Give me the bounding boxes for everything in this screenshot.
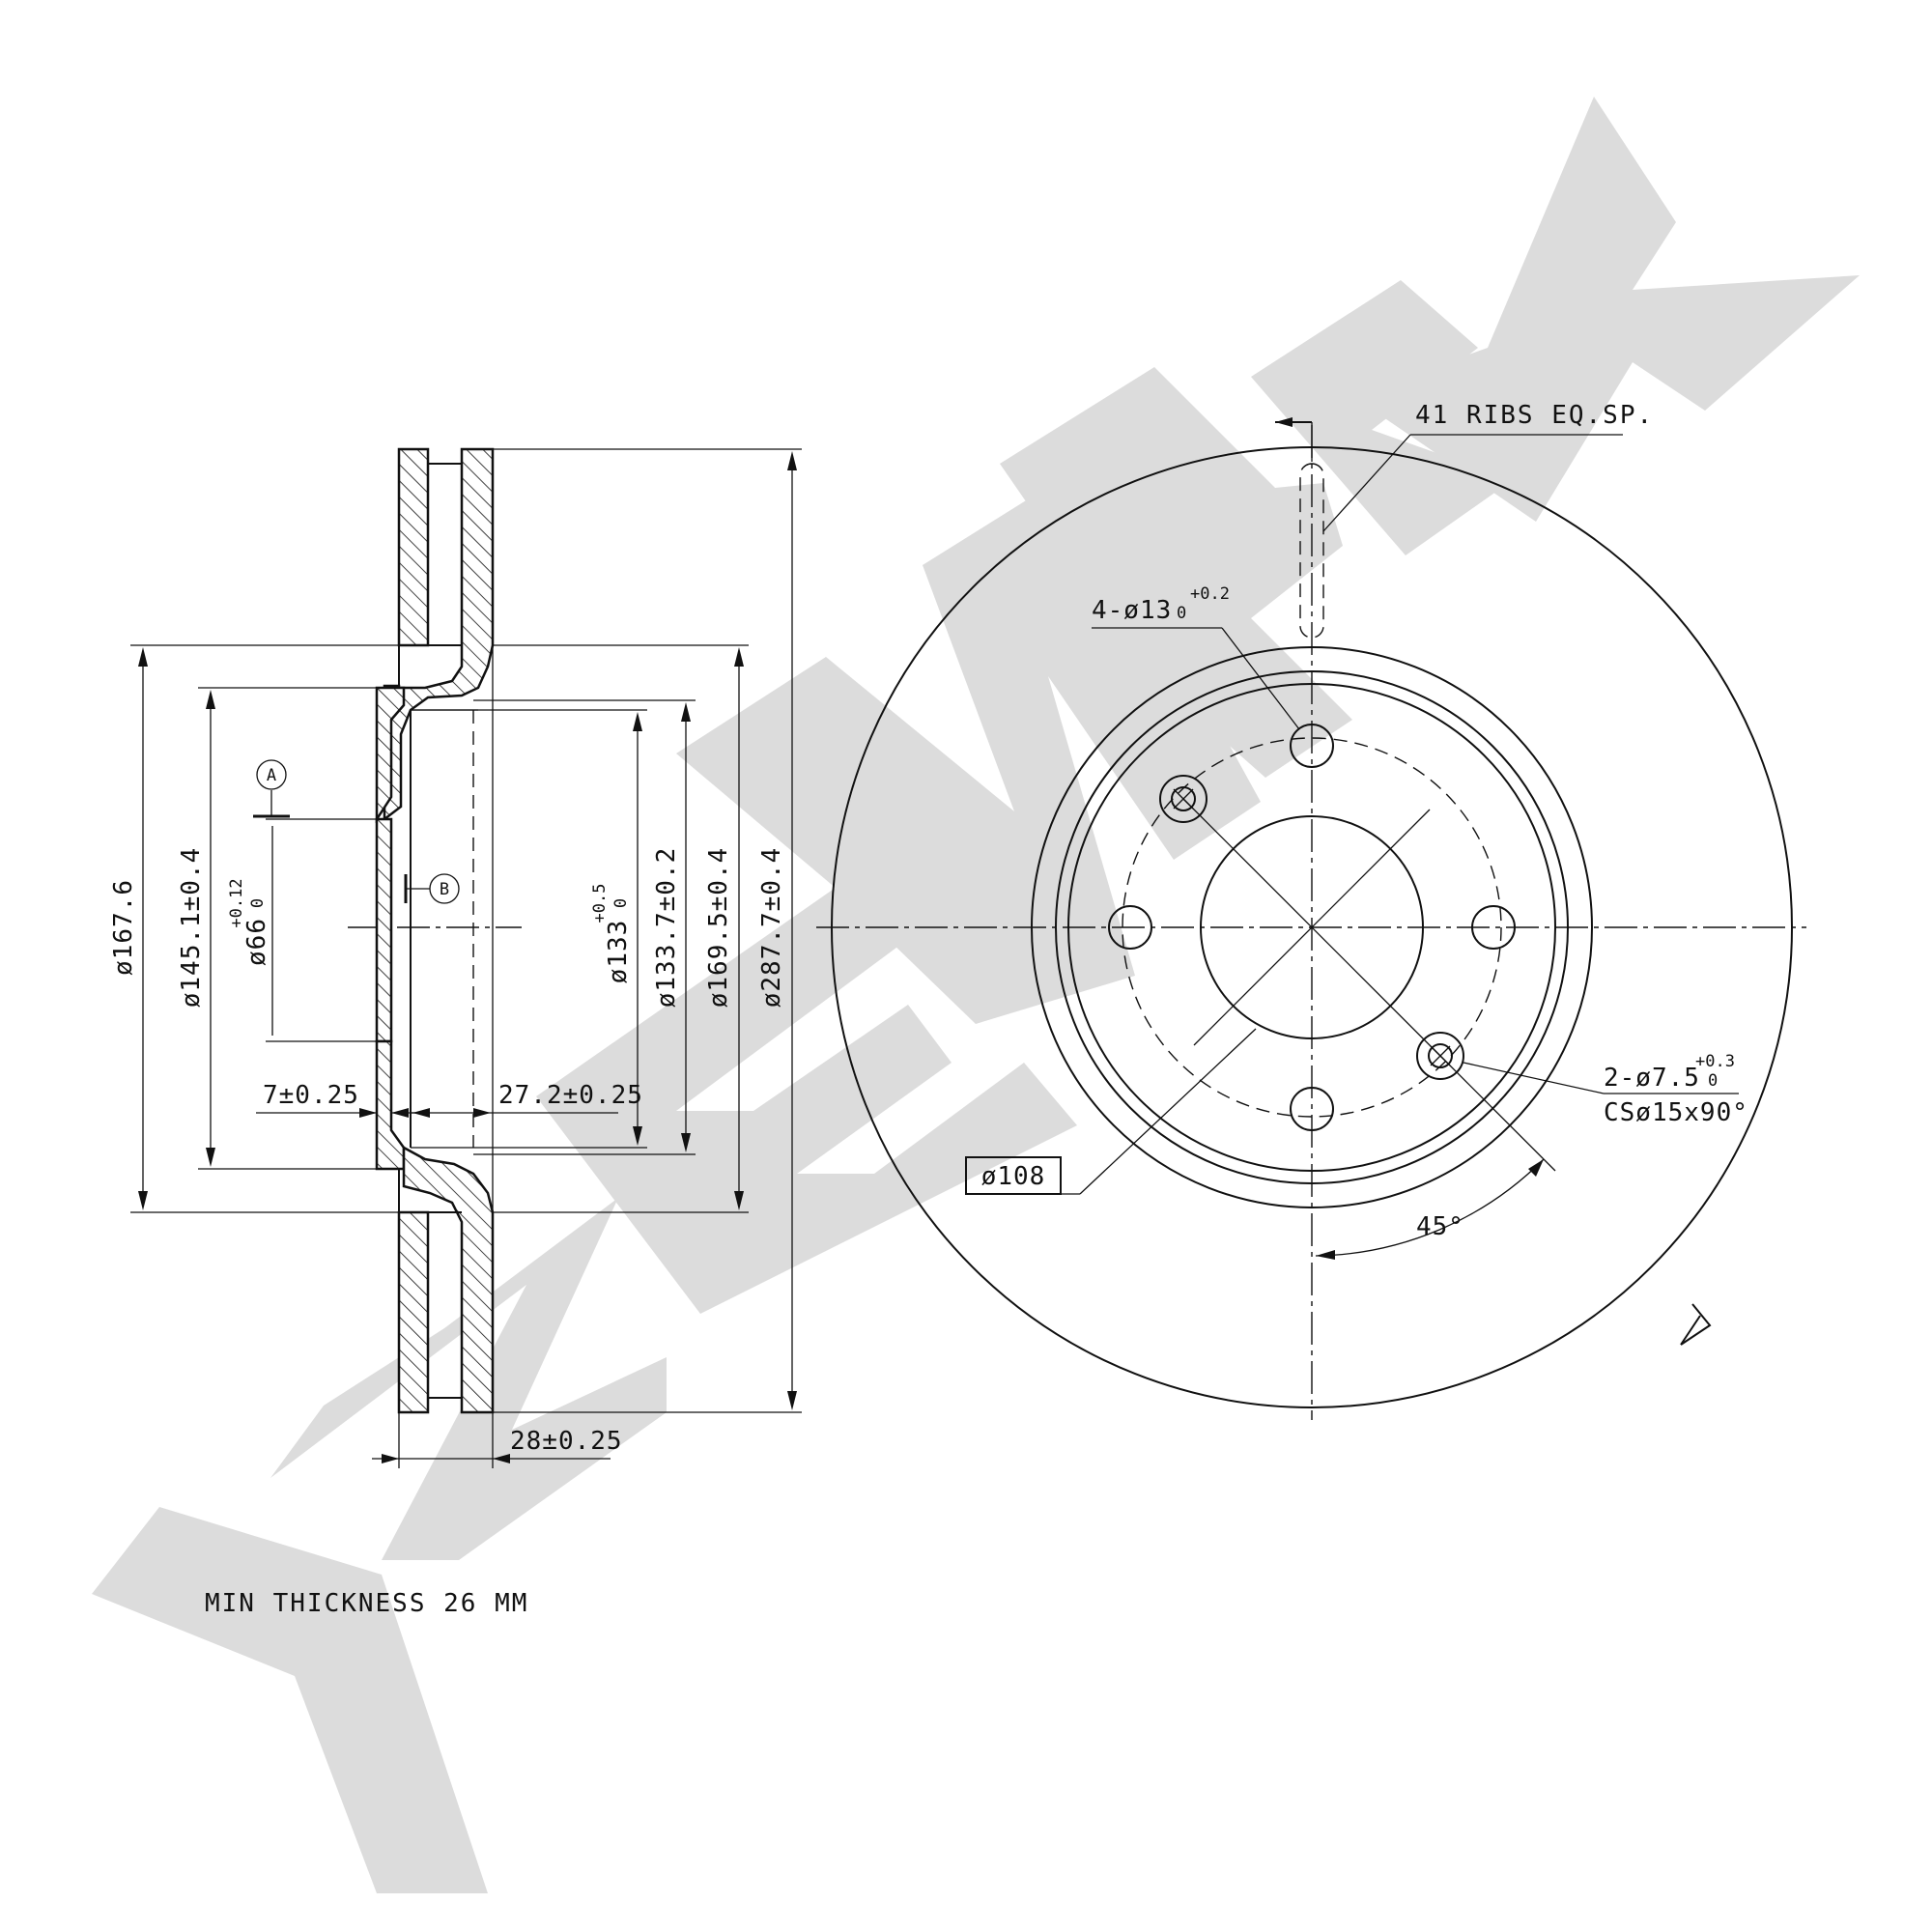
- dim-d66: ø66: [242, 918, 271, 966]
- rotation-arrow: [1680, 1303, 1712, 1346]
- hat-face: [375, 817, 393, 1043]
- pcd-leader: [1079, 1028, 1257, 1195]
- dim-d167: ø167.6: [109, 879, 138, 976]
- datum-b-label: B: [440, 880, 449, 899]
- bolt-hole-left: [1108, 905, 1152, 950]
- dim-d287: ø287.7±0.4: [757, 847, 786, 1009]
- ribs-note: 41 RIBS EQ.SP.: [1415, 401, 1654, 430]
- dim-d66-tol-lower: 0: [248, 898, 268, 908]
- arrowhead: [1316, 1250, 1335, 1260]
- ribs-leader: [1322, 434, 1411, 532]
- bolt-hole-top: [1290, 724, 1334, 768]
- screw-note-line1: 2-ø7.5: [1604, 1064, 1700, 1093]
- datum-b-bubble: [429, 873, 460, 904]
- diagonal-line: [1193, 809, 1431, 1046]
- rib-hidden-outline: [1299, 463, 1324, 639]
- arrowhead: [633, 1126, 642, 1146]
- arrowhead: [473, 1108, 491, 1118]
- arrowhead: [359, 1108, 377, 1118]
- arrowhead: [681, 1133, 691, 1152]
- holes-note: 4-ø13: [1092, 596, 1172, 625]
- hat-wall-lower: [375, 1039, 406, 1171]
- holes-leader: [1221, 627, 1300, 730]
- watermark-letter-z: [270, 1198, 667, 1560]
- watermark-letter-e-2: [1251, 280, 1536, 555]
- screw-tol-lower: 0: [1708, 1071, 1718, 1091]
- section-view: A B ø167.6 ø145.1±0.4 ø66 +0.12 0 7±0.25: [109, 447, 802, 1468]
- dim-d133: ø133: [604, 920, 633, 984]
- arrowhead: [382, 1454, 399, 1463]
- bolt-hole-bottom: [1290, 1087, 1334, 1131]
- angle-ext: [1439, 1055, 1556, 1172]
- dim-hat-thick: 7±0.25: [263, 1081, 359, 1110]
- screw-hole-inner-br: [1428, 1043, 1453, 1068]
- arrowhead: [633, 712, 642, 731]
- watermark-letter-e: [536, 840, 1077, 1314]
- dim-disc-thick: 28±0.25: [510, 1427, 623, 1456]
- dim-d169: ø169.5±0.4: [704, 847, 733, 1009]
- angle-label: 45°: [1416, 1212, 1464, 1241]
- rotation-arrow: [1680, 1315, 1701, 1346]
- hat-inner-circle: [1067, 683, 1556, 1172]
- arrowhead: [787, 1391, 797, 1410]
- datum-a-bubble: [256, 759, 287, 790]
- arrowhead: [138, 647, 148, 667]
- screw-hole-outer-tl: [1159, 775, 1208, 823]
- arrowhead: [681, 702, 691, 722]
- dim-d133-7: ø133.7±0.2: [652, 847, 681, 1009]
- holes-tol-lower: 0: [1177, 604, 1186, 623]
- holes-tol-upper: +0.2: [1190, 584, 1230, 604]
- dim-d133-tol-lower: 0: [611, 898, 631, 908]
- arrowhead: [734, 1191, 744, 1210]
- pcd-label: ø108: [981, 1162, 1046, 1191]
- front-view: 41 RIBS EQ.SP. 4-ø13 +0.2 0 ø108 2-ø7.5 …: [816, 401, 1806, 1420]
- watermark-logo: [92, 97, 1860, 1893]
- arrowhead: [206, 690, 215, 709]
- arrowhead: [1275, 417, 1293, 427]
- arrowhead: [734, 647, 744, 667]
- screw-leader: [1463, 1062, 1605, 1094]
- hat-ring-circle: [1055, 670, 1569, 1184]
- arrowhead: [412, 1108, 430, 1118]
- screw-tol-upper: +0.3: [1695, 1052, 1735, 1071]
- left-plate-upper: [397, 447, 430, 647]
- bolt-circle: [1122, 737, 1502, 1118]
- arrowhead: [787, 451, 797, 470]
- dim-d133-tol-upper: +0.5: [590, 884, 610, 923]
- screw-note-line2: CSø15x90°: [1604, 1098, 1748, 1127]
- center-bore: [1200, 815, 1424, 1039]
- right-plate-upper: [383, 447, 495, 822]
- datum-a-label: A: [267, 766, 276, 785]
- left-plate-lower: [397, 1210, 430, 1414]
- dim-hat-depth: 27.2±0.25: [498, 1081, 643, 1110]
- min-thickness-note: MIN THICKNESS 26 MM: [205, 1589, 528, 1618]
- angle-arc: [1315, 1158, 1545, 1257]
- bolt-hole-right: [1471, 905, 1516, 950]
- arrowhead: [493, 1454, 510, 1463]
- pcd-box: [965, 1156, 1062, 1195]
- watermark-chevron: [92, 1507, 488, 1893]
- watermark-letter-k: [1352, 97, 1860, 522]
- dim-d145: ø145.1±0.4: [177, 847, 206, 1009]
- arrowhead: [206, 1148, 215, 1167]
- dim-d66-tol-upper: +0.12: [227, 878, 246, 927]
- screw-hole-inner-tl: [1171, 786, 1196, 811]
- arrowhead: [1528, 1159, 1544, 1177]
- arrowhead: [391, 1108, 409, 1118]
- screw-hole-outer-br: [1416, 1032, 1464, 1080]
- hat-outer-circle: [1031, 646, 1593, 1208]
- arrowhead: [138, 1191, 148, 1210]
